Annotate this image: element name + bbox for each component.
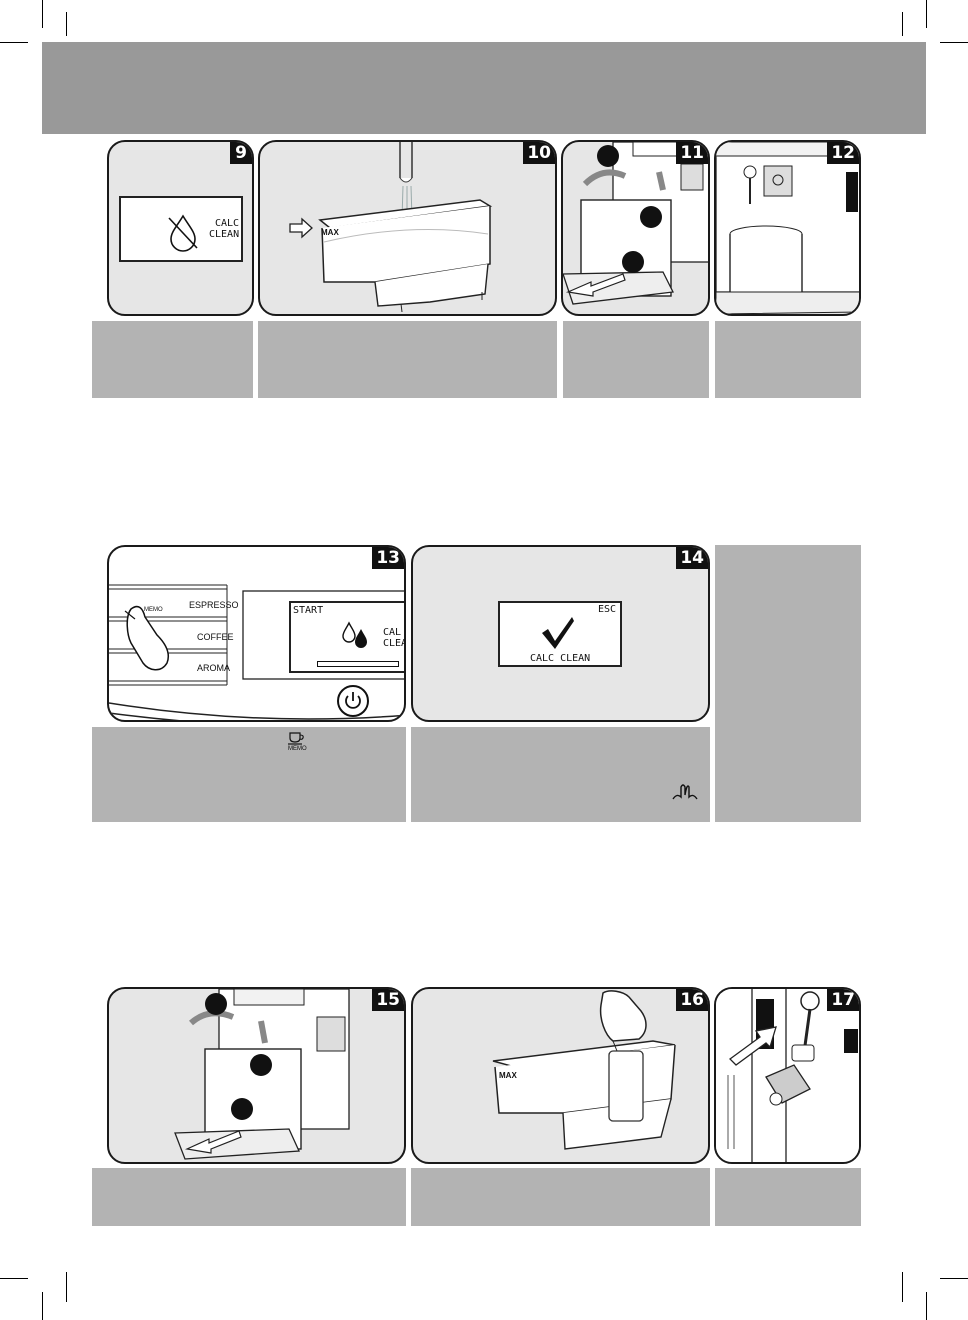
step-16-panel: MAX 16 [411, 987, 710, 1164]
caption-step-9 [92, 321, 253, 398]
machine-drip-tray-illustration [563, 142, 708, 305]
caption-step-17 [715, 1168, 861, 1226]
step-number: 13 [372, 547, 404, 569]
step-number: 14 [676, 547, 708, 569]
max-label: MAX [321, 228, 339, 237]
machine-display: START CAL CLEA [289, 601, 406, 673]
step-number: 12 [827, 142, 859, 164]
machine-drip-tray-illustration [174, 989, 350, 1160]
check-mark-icon [542, 617, 574, 649]
display-calc-clean-text: CALC CLEAN [530, 653, 591, 664]
calc-clean-complete-display: ESC CALC CLEAN [498, 601, 622, 667]
caption-step-13: MEMO [92, 727, 406, 822]
step-number: 15 [372, 989, 404, 1011]
water-filter-insert-illustration [492, 990, 676, 1150]
step-number: 11 [676, 142, 708, 164]
max-label: MAX [499, 1071, 517, 1080]
step-13-panel: MEMO ESPRESSO COFFEE AROMA START CAL CLE… [107, 545, 406, 722]
crop-mark [940, 42, 968, 43]
step-15-panel: 15 [107, 987, 406, 1164]
container-under-spout-illustration [716, 142, 859, 314]
crop-mark [926, 1292, 927, 1320]
step-11-panel: 11 [561, 140, 710, 316]
display-clea-text: CLEA [383, 638, 406, 649]
no-water-drop-icon [168, 214, 198, 252]
step-17-panel: 17 [714, 987, 861, 1164]
steam-icon [672, 784, 698, 800]
step-14-panel: ESC CALC CLEAN 14 [411, 545, 710, 722]
crop-mark [42, 1292, 43, 1320]
calc-clean-display: CALC CLEAN [119, 196, 243, 262]
caption-step-10 [258, 321, 557, 398]
caption-memo-label: MEMO [288, 746, 307, 752]
aroma-button-label[interactable]: AROMA [197, 663, 231, 673]
cup-icon [288, 732, 304, 745]
step-9-panel: CALC CLEAN 9 [107, 140, 254, 316]
step-12-panel: 12 [714, 140, 861, 316]
memo-label: MEMO [144, 607, 163, 613]
caption-step-11 [563, 321, 709, 398]
display-calc-text: CALC [215, 218, 240, 229]
crop-mark [926, 0, 927, 28]
espresso-button-label[interactable]: ESPRESSO [189, 600, 239, 610]
caption-step-12 [715, 321, 861, 398]
step-number: 16 [676, 989, 708, 1011]
steam-wand-removal-illustration [716, 989, 859, 1162]
water-drops-icon [342, 621, 367, 648]
step-number: 17 [827, 989, 859, 1011]
water-tank-illustration [289, 142, 493, 313]
crop-mark [0, 42, 28, 43]
caption-step-16 [411, 1168, 710, 1226]
power-icon [345, 692, 361, 709]
coffee-button-label[interactable]: COFFEE [197, 632, 234, 642]
display-esc-text: ESC [598, 604, 617, 615]
display-cal-text: CAL [383, 627, 402, 638]
crop-mark [66, 12, 67, 36]
caption-step-14 [411, 727, 710, 822]
crop-mark [902, 12, 903, 36]
power-button[interactable] [337, 685, 369, 717]
crop-mark [940, 1278, 968, 1279]
crop-mark [902, 1272, 903, 1302]
progress-bar [317, 661, 399, 667]
header-band [42, 42, 926, 134]
step-number: 9 [230, 142, 252, 164]
crop-mark [66, 1272, 67, 1302]
display-clean-text: CLEAN [209, 229, 240, 240]
crop-mark [0, 1278, 28, 1279]
step-number: 10 [523, 142, 555, 164]
caption-step-15 [92, 1168, 406, 1226]
display-start-text: START [293, 605, 324, 616]
side-info-block [715, 545, 861, 822]
step-10-panel: MAX 10 [258, 140, 557, 316]
crop-mark [42, 0, 43, 28]
